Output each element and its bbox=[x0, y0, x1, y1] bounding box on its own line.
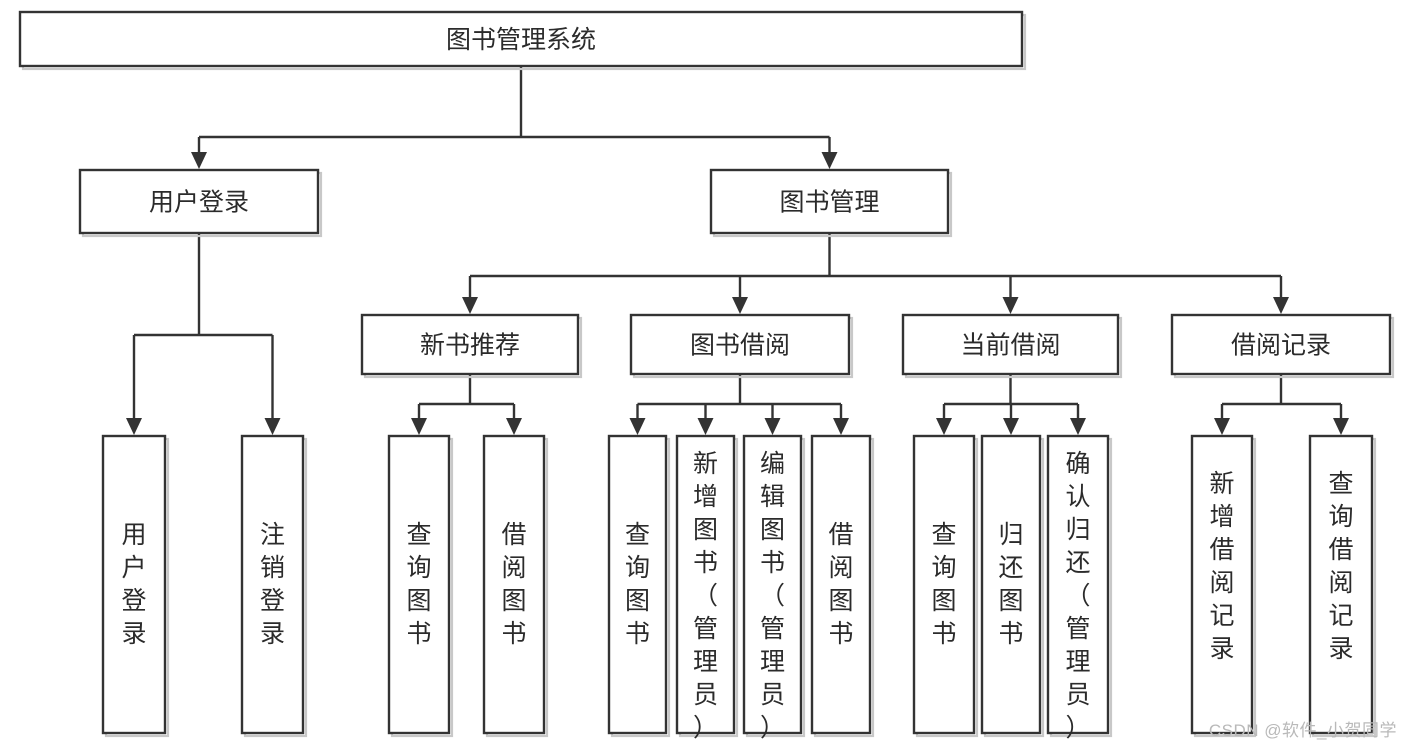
node-label: 查询借阅记录 bbox=[1328, 470, 1353, 663]
node-label: 图书借阅 bbox=[690, 332, 790, 360]
node-leaf-query-book-1[interactable]: 查询图书 bbox=[387, 434, 454, 738]
node-current-borrow[interactable]: 当前借阅 bbox=[901, 313, 1123, 379]
node-label: 借阅记录 bbox=[1231, 332, 1331, 360]
node-label: 查询图书 bbox=[625, 521, 650, 648]
node-leaf-add-borrow-record[interactable]: 新增借阅记录 bbox=[1190, 434, 1257, 738]
node-book-manage[interactable]: 图书管理 bbox=[709, 168, 953, 238]
node-label: 新增借阅记录 bbox=[1209, 470, 1234, 663]
node-label: 编辑图书（管理员） bbox=[760, 450, 785, 742]
node-label: 查询图书 bbox=[931, 521, 956, 648]
node-leaf-query-borrow-record[interactable]: 查询借阅记录 bbox=[1308, 434, 1377, 738]
edge-group-borrow-record bbox=[1214, 374, 1349, 435]
node-leaf-return-book[interactable]: 归还图书 bbox=[980, 434, 1045, 738]
node-label: 借阅图书 bbox=[501, 521, 526, 648]
node-label: 用户登录 bbox=[149, 189, 249, 217]
node-label: 新书推荐 bbox=[420, 332, 520, 360]
node-book-borrow[interactable]: 图书借阅 bbox=[629, 313, 854, 379]
edges-layer bbox=[126, 66, 1349, 435]
node-leaf-user-login[interactable]: 用户登录 bbox=[101, 434, 170, 738]
edge-group-new-book-recommend bbox=[411, 374, 522, 435]
node-leaf-borrow-book-2[interactable]: 借阅图书 bbox=[810, 434, 875, 738]
node-label: 确认归还（管理员） bbox=[1065, 450, 1090, 742]
node-leaf-add-book-admin[interactable]: 新增图书（管理员） bbox=[675, 434, 739, 742]
node-user-login[interactable]: 用户登录 bbox=[78, 168, 323, 238]
node-borrow-record[interactable]: 借阅记录 bbox=[1170, 313, 1395, 379]
node-label: 图书管理系统 bbox=[446, 26, 596, 54]
node-leaf-query-book-2[interactable]: 查询图书 bbox=[607, 434, 671, 738]
edge-group-book-manage bbox=[462, 233, 1289, 314]
nodes-layer: 图书管理系统用户登录图书管理新书推荐图书借阅当前借阅借阅记录用户登录注销登录查询… bbox=[18, 10, 1395, 742]
edge-group-book-borrow bbox=[629, 374, 849, 435]
edge-group-root bbox=[191, 66, 838, 169]
node-label: 注销登录 bbox=[260, 521, 285, 648]
node-label: 新增图书（管理员） bbox=[693, 450, 718, 742]
edge-group-current-borrow bbox=[936, 374, 1086, 435]
edge-group-user-login bbox=[126, 233, 281, 435]
node-leaf-edit-book-admin[interactable]: 编辑图书（管理员） bbox=[742, 434, 806, 742]
node-leaf-query-book-3[interactable]: 查询图书 bbox=[912, 434, 979, 738]
node-leaf-confirm-return-admin[interactable]: 确认归还（管理员） bbox=[1046, 434, 1113, 742]
node-label: 当前借阅 bbox=[960, 332, 1060, 360]
watermark-text: CSDN @软件_小贺同学 bbox=[1208, 721, 1397, 740]
node-label: 图书管理 bbox=[779, 189, 879, 217]
node-leaf-borrow-book-1[interactable]: 借阅图书 bbox=[482, 434, 549, 738]
node-label: 借阅图书 bbox=[828, 521, 853, 648]
node-label: 归还图书 bbox=[998, 521, 1023, 648]
node-label: 用户登录 bbox=[121, 521, 146, 648]
node-label: 查询图书 bbox=[406, 521, 431, 648]
node-root[interactable]: 图书管理系统 bbox=[18, 10, 1027, 71]
node-new-book-recommend[interactable]: 新书推荐 bbox=[360, 313, 583, 379]
node-leaf-logout-login[interactable]: 注销登录 bbox=[240, 434, 308, 738]
